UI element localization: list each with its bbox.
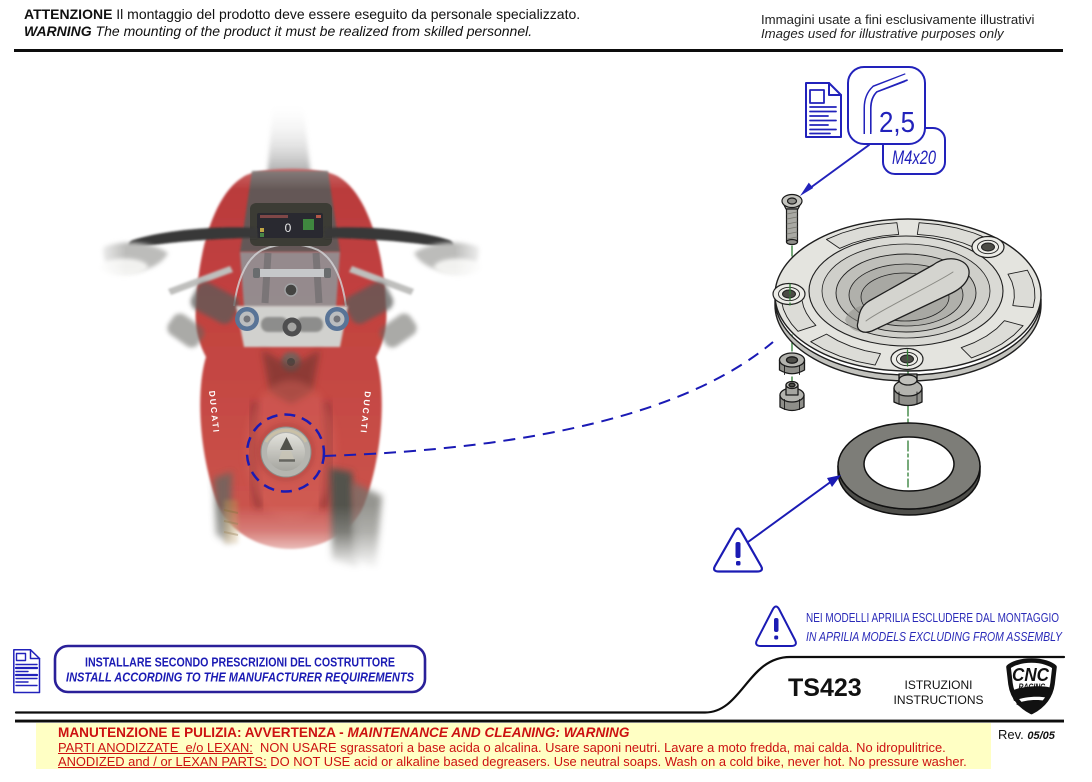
svg-text:IN APRILIA MODELS EXCLUDING FR: IN APRILIA MODELS EXCLUDING FROM ASSEMBL… [806,630,1063,644]
svg-text:DUCATI: DUCATI [358,391,372,435]
svg-text:INSTALL ACCORDING TO THE MANUF: INSTALL ACCORDING TO THE MANUFACTURER RE… [66,671,415,685]
svg-text:NEI MODELLI APRILIA ESCLUDERE: NEI MODELLI APRILIA ESCLUDERE DAL MONTAG… [806,611,1059,625]
svg-text:CNC: CNC [1012,664,1050,685]
svg-text:INSTALLARE SECONDO PRESCRIZION: INSTALLARE SECONDO PRESCRIZIONI DEL COST… [85,656,395,670]
svg-text:DUCATI: DUCATI [207,390,221,434]
svg-text:2,5: 2,5 [879,107,915,139]
svg-text:M4x20: M4x20 [892,148,936,169]
svg-text:0: 0 [285,221,292,235]
